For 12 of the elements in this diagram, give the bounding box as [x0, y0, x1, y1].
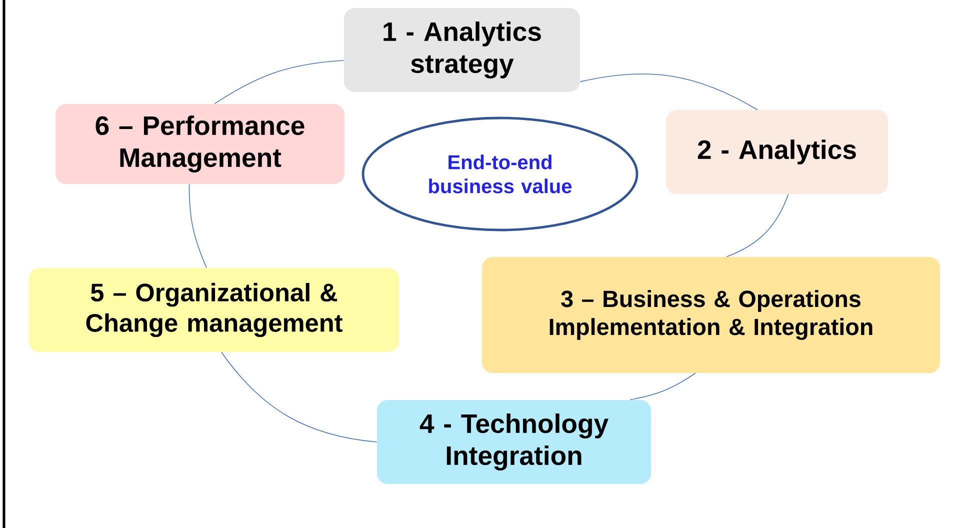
step-box: 5 – Organizational & Change management: [29, 268, 399, 352]
step-box: 3 – Business & Operations Implementation & Integration: [482, 257, 940, 373]
step-box: 6 – Performance Management: [56, 104, 344, 184]
connector-arc: [188, 184, 207, 268]
connector-arc: [726, 194, 789, 258]
connector-arc: [214, 60, 344, 104]
step-box: 1 - Analytics strategy: [344, 8, 580, 92]
connector-arc: [221, 352, 378, 442]
step-box: 4 - Technology Integration: [377, 400, 651, 484]
step-box: 2 - Analytics: [666, 110, 888, 194]
connector-arc: [630, 372, 696, 400]
connector-arc: [580, 74, 758, 110]
